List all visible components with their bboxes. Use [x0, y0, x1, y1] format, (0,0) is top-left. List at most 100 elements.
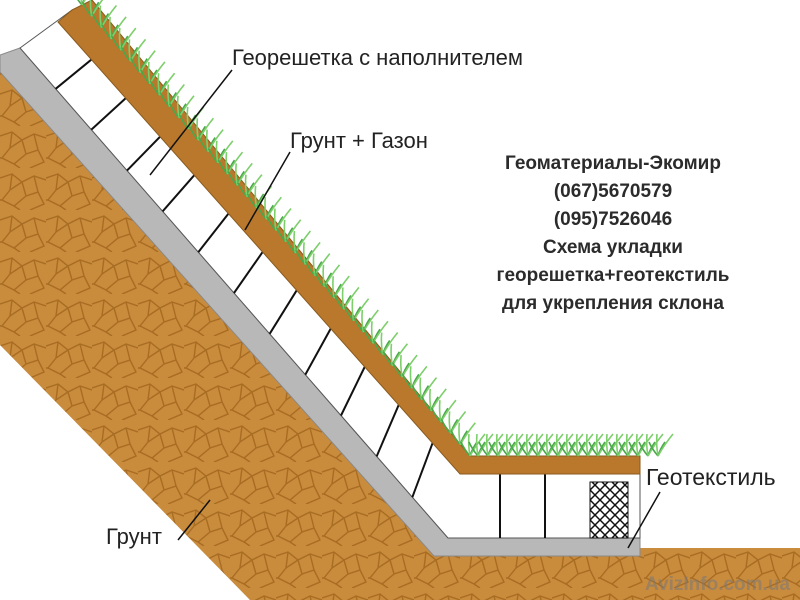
grass-blade	[361, 309, 365, 333]
grass-blade	[419, 377, 423, 400]
grass-blade	[312, 253, 316, 276]
grass-blade	[108, 16, 112, 39]
grass-blade	[595, 433, 599, 457]
grass-blade	[495, 433, 499, 457]
label-soil-lawn: Грунт + Газон	[290, 128, 428, 153]
grass-blade	[625, 433, 629, 457]
grass-blade	[585, 433, 589, 457]
grass-blade	[627, 433, 644, 457]
grass-blade	[391, 343, 409, 367]
grass-blade	[99, 5, 103, 28]
grass-blade	[176, 95, 180, 118]
grass-blade	[615, 433, 619, 457]
grass-blade	[207, 129, 224, 152]
grass-blade	[565, 433, 569, 457]
grass-blade	[370, 321, 374, 344]
grass-blade	[515, 433, 519, 457]
leader-soil-lawn	[244, 151, 291, 231]
grass-blade	[655, 433, 659, 457]
grass-blade	[294, 230, 312, 254]
leader-ground	[177, 499, 211, 541]
info-line: для укрепления склона	[502, 293, 724, 314]
label-ground: Грунт	[106, 524, 162, 549]
grass-blade	[440, 399, 457, 423]
grass-blade	[264, 197, 268, 220]
leader-geotextile	[627, 491, 661, 549]
grass-blade	[226, 151, 244, 175]
grass-blade	[517, 433, 534, 457]
grass-blade	[647, 433, 664, 457]
grass-blade	[333, 275, 350, 299]
grass-blade	[236, 162, 253, 186]
grass-blade	[390, 343, 394, 366]
grass-blade	[597, 433, 614, 457]
grass-blade	[283, 219, 287, 242]
grass-blade	[505, 433, 509, 457]
grass-blade	[362, 309, 379, 333]
grass-blade	[147, 61, 151, 85]
grass-blade	[459, 422, 476, 446]
grass-blade	[381, 332, 399, 355]
grass-blade	[322, 264, 326, 288]
company-info-block: Геоматериалы-Экомир (067)5670579 (095)75…	[448, 150, 778, 318]
grass-blade	[430, 388, 447, 412]
grass-layer	[77, 0, 674, 457]
grass-blade	[645, 433, 649, 457]
grass-blade	[80, 0, 83, 6]
grass-blade	[265, 196, 282, 220]
grass-blade	[605, 433, 609, 457]
grass-blade	[343, 286, 360, 310]
grass-blade	[547, 433, 564, 457]
grass-blade	[477, 433, 494, 457]
grass-blade	[401, 354, 418, 378]
grass-blade	[557, 433, 574, 457]
grass-blade	[293, 230, 297, 254]
grass-blade	[637, 433, 654, 457]
grass-blade	[304, 241, 321, 265]
info-line: Геоматериалы-Экомир	[505, 153, 721, 174]
grass-blade	[587, 433, 604, 457]
grass-blade	[458, 422, 462, 445]
grass-blade	[246, 174, 263, 198]
grass-blade	[302, 242, 306, 265]
grass-blade	[485, 433, 489, 457]
grass-blade	[351, 298, 355, 321]
watermark: AvizInfo.com.ua	[645, 574, 790, 595]
grass-blade	[507, 433, 524, 457]
grass-blade	[467, 433, 471, 457]
grass-blade	[225, 152, 229, 175]
grass-blade	[323, 264, 341, 288]
leader-geogrid	[149, 69, 233, 176]
grass-blade	[118, 28, 122, 51]
ground-mass	[0, 60, 800, 600]
grass-blade	[205, 129, 209, 152]
grass-blade	[332, 276, 335, 299]
grass-blade	[409, 366, 413, 389]
grass-blade	[575, 433, 579, 457]
grass-blade	[555, 433, 559, 457]
grass-blade	[537, 433, 554, 457]
grass-blade	[497, 433, 514, 457]
grass-blade	[380, 332, 384, 355]
label-geotextile: Геотекстиль	[646, 464, 776, 490]
grass-blade	[244, 174, 248, 197]
grass-blade	[475, 433, 479, 457]
grass-blade	[545, 433, 549, 457]
grass-blade	[567, 433, 584, 457]
grass-blade	[527, 433, 544, 457]
grass-blade	[352, 298, 370, 322]
grass-blade	[138, 50, 141, 73]
grass-blade	[448, 411, 452, 434]
grass-blade	[284, 219, 302, 243]
grass-blade	[157, 73, 161, 96]
grass-blade	[275, 207, 292, 231]
grass-blade	[372, 320, 389, 344]
info-line: Схема укладки	[543, 237, 683, 258]
grass-blade	[577, 433, 594, 457]
grass-blade	[525, 433, 529, 457]
grass-blade	[635, 433, 639, 457]
grass-blade	[167, 84, 171, 107]
grass-blade	[411, 365, 428, 389]
grass-blade	[314, 253, 331, 276]
